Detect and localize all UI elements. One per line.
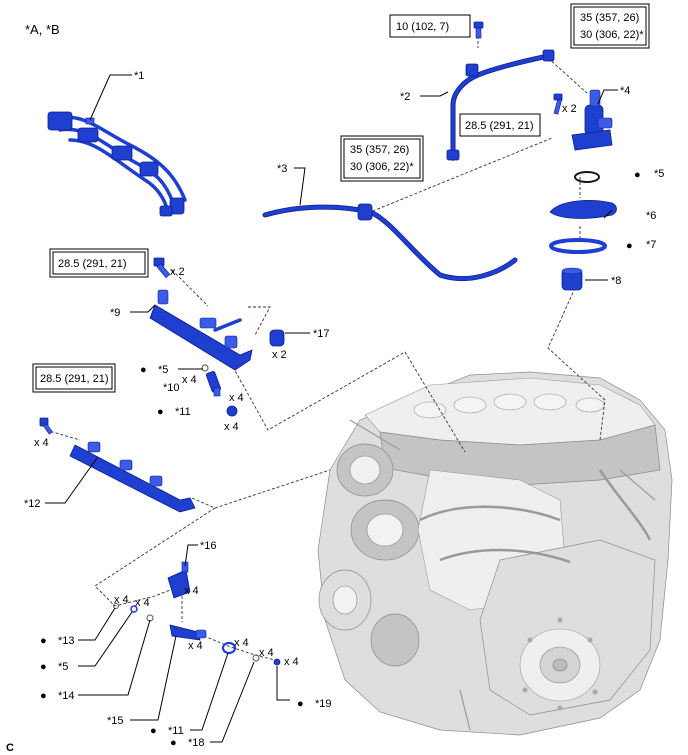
footer-code: C <box>6 742 14 754</box>
qty-label: x 2 <box>562 103 577 115</box>
bullet-mark: ● <box>40 690 47 702</box>
qty-label: x 4 <box>34 437 49 449</box>
qty-label: x 4 <box>114 594 129 606</box>
torque-spec-5: 28.5 (291, 21) <box>49 248 149 278</box>
engine-assembly <box>317 371 673 736</box>
callout-19: *19 <box>315 698 332 710</box>
part-5-o-ring <box>574 171 600 183</box>
torque-spec-4: 35 (357, 26) 30 (306, 22)* <box>340 135 424 182</box>
qty-label: x 4 <box>259 647 274 659</box>
part-9-delivery-pipe <box>149 289 253 371</box>
callout-13: *13 <box>58 635 75 647</box>
part-10-injector <box>205 371 221 397</box>
part-7-gasket <box>549 238 607 254</box>
callout-5: *5 <box>654 168 664 180</box>
view-label: *A, *B <box>25 22 60 37</box>
dashed-leader-lines <box>45 36 606 661</box>
callout-11: *11 <box>175 406 191 418</box>
bullet-mark: ● <box>40 661 47 673</box>
callout-14: *14 <box>58 690 75 702</box>
callout-18: *18 <box>188 737 205 749</box>
bolt-rail-12 <box>39 417 53 435</box>
ring-13 <box>113 603 119 609</box>
callout-16: *16 <box>200 540 217 552</box>
ring-19 <box>273 658 281 666</box>
callout-3: *3 <box>277 163 287 175</box>
solid-leader-lines <box>45 74 618 743</box>
qty-label: x 2 <box>272 349 287 361</box>
callout-17: *17 <box>313 328 330 340</box>
qty-label: x 4 <box>182 374 197 386</box>
bullet-mark: ● <box>157 406 164 418</box>
qty-label: x 4 <box>184 585 199 597</box>
callout-5b: *5 <box>158 364 168 376</box>
part-17-plug <box>269 329 285 347</box>
torque-text: 10 (102, 7) <box>396 21 449 33</box>
callout-10: *10 <box>163 382 180 394</box>
bullet-mark: ● <box>40 635 47 647</box>
qty-label: x 4 <box>229 392 244 404</box>
torque-text: 30 (306, 22)* <box>350 161 414 173</box>
quantity-labels: x 2 x 2 x 2 x 4 x 4 x 4 x 4 x 4 x 4 x 4 … <box>34 103 577 668</box>
part-2-fuel-pipe <box>446 49 555 161</box>
bullet-mark: ● <box>634 169 641 181</box>
part-15-injector <box>169 624 207 641</box>
bullet-mark: ● <box>297 698 304 710</box>
callout-11b: *11 <box>168 725 184 737</box>
qty-label: x 4 <box>234 637 249 649</box>
callout-8: *8 <box>611 275 621 287</box>
qty-label: x 4 <box>284 656 299 668</box>
torque-text: 35 (357, 26) <box>580 12 639 24</box>
qty-label: x 2 <box>170 266 185 278</box>
part-4-fuel-pump <box>571 89 613 151</box>
callout-15: *15 <box>107 715 124 727</box>
part-8-lifter <box>561 267 583 291</box>
callout-5c: *5 <box>58 661 68 673</box>
torque-spec-2: 35 (357, 26) 30 (306, 22)* <box>570 3 650 49</box>
callout-labels: *1 *2 *3 *4 *5 *6 *7 *8 *9 *17 *5 *10 *1… <box>24 70 664 749</box>
torque-spec-6: 28.5 (291, 21) <box>32 363 116 393</box>
ring-11b <box>221 641 237 655</box>
callout-7: *7 <box>646 239 656 251</box>
bullet-marks: ● ● ● ● ● ● ● ● ● ● <box>40 169 641 749</box>
callout-12: *12 <box>24 498 41 510</box>
qty-label: x 4 <box>188 640 203 652</box>
ring-18 <box>252 654 260 662</box>
torque-text: 28.5 (291, 21) <box>465 120 534 132</box>
part-3-fuel-pipe <box>262 203 518 281</box>
part-1-wire-harness <box>47 111 187 217</box>
callout-9: *9 <box>110 307 120 319</box>
callout-4: *4 <box>620 85 630 97</box>
callout-1: *1 <box>134 70 144 82</box>
qty-label: x 4 <box>224 421 239 433</box>
callout-6: *6 <box>646 210 656 222</box>
torque-text: 30 (306, 22)* <box>580 29 644 41</box>
bullet-mark: ● <box>150 725 157 737</box>
qty-label: x 4 <box>135 597 150 609</box>
ring-5c <box>130 605 138 613</box>
torque-text: 28.5 (291, 21) <box>40 373 109 385</box>
ring-5b <box>201 364 209 372</box>
bolt-pump <box>553 93 563 115</box>
callout-2: *2 <box>400 91 410 103</box>
bullet-mark: ● <box>626 240 633 252</box>
torque-text: 35 (357, 26) <box>350 144 409 156</box>
part-11-ring <box>226 405 238 417</box>
bolt-10nm <box>473 21 484 39</box>
torque-spec-3: 28.5 (291, 21) <box>459 113 541 137</box>
torque-text: 28.5 (291, 21) <box>58 258 127 270</box>
bullet-mark: ● <box>140 364 147 376</box>
bullet-mark: ● <box>170 737 177 749</box>
bolt-rail-9 <box>153 257 171 279</box>
part-12-delivery-pipe <box>69 441 196 513</box>
part-6-insulator <box>549 200 617 219</box>
torque-spec-1: 10 (102, 7) <box>389 14 471 38</box>
part-16-clamp <box>167 561 191 599</box>
